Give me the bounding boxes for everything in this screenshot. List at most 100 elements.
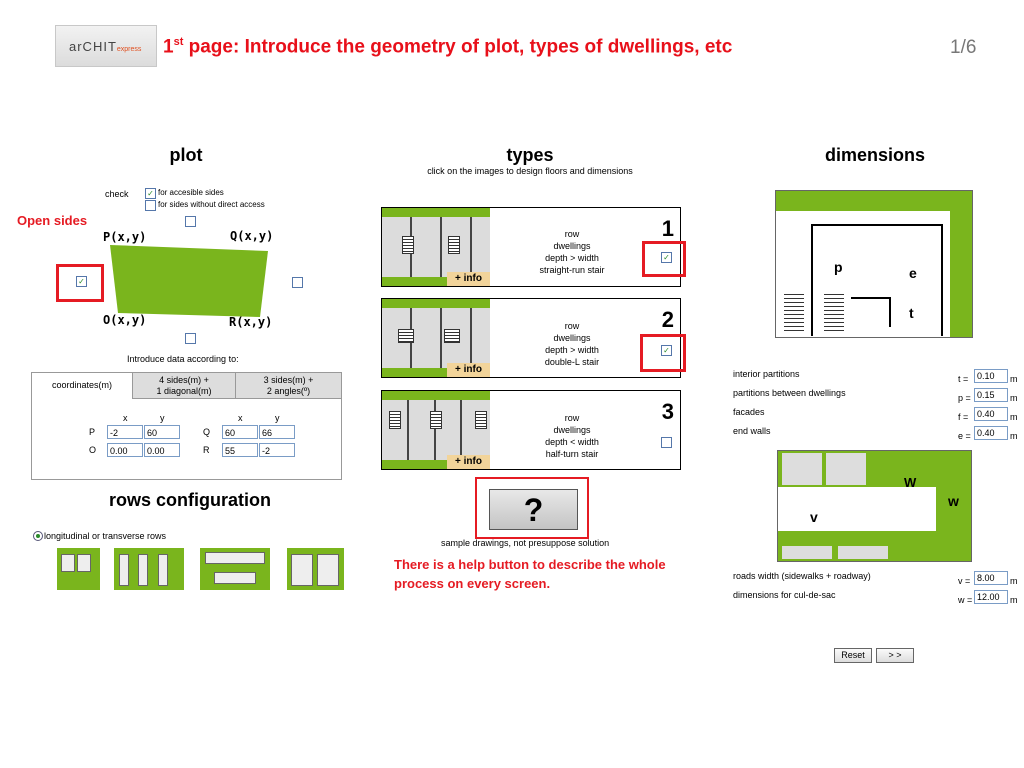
logo-text: arCHIT: [69, 39, 117, 54]
p-x-field[interactable]: -2: [107, 425, 143, 439]
rows-thumb-2[interactable]: [114, 548, 184, 590]
type-1-highlight: [642, 241, 686, 277]
legend-checked-label: for accesible sides: [158, 188, 224, 197]
plot-shape: [110, 245, 268, 317]
rows-thumb-3[interactable]: [200, 548, 270, 590]
type-3-checkbox[interactable]: [661, 437, 672, 448]
dim-label: end walls: [733, 426, 771, 436]
next-button[interactable]: > >: [876, 648, 914, 663]
dim-v-label: v: [810, 509, 818, 525]
input-mode-tabs: coordinates(m) 4 sides(m) + 1 diagonal(m…: [31, 372, 342, 480]
info-button-1[interactable]: + info: [447, 272, 490, 286]
type-2-checkbox[interactable]: ✓: [661, 345, 672, 356]
dim-label: interior partitions: [733, 369, 800, 379]
roads-width-field[interactable]: 8.00: [974, 571, 1008, 585]
point-label: R: [203, 445, 210, 455]
cul-de-sac-field[interactable]: 12.00: [974, 590, 1008, 604]
info-button-3[interactable]: + info: [447, 455, 490, 469]
rows-thumb-1[interactable]: [57, 548, 100, 590]
dim-w-label: W: [904, 475, 917, 490]
logo-subtext: express: [116, 46, 142, 53]
open-side-highlight: [56, 264, 104, 302]
end-walls-field[interactable]: 0.40: [974, 426, 1008, 440]
dim-label: roads width (sidewalks + roadway): [733, 571, 871, 581]
type-1-checkbox[interactable]: ✓: [661, 252, 672, 263]
o-x-field[interactable]: 0.00: [107, 443, 143, 457]
o-y-field[interactable]: 0.00: [144, 443, 180, 457]
plot-polygon: [110, 245, 268, 317]
legend-checked-checkbox: ✓: [145, 188, 156, 199]
side-left-checkbox[interactable]: ✓: [76, 276, 87, 287]
point-p-label: P(x,y): [103, 230, 147, 244]
point-r-label: R(x,y): [229, 315, 273, 329]
type-2-image[interactable]: + info: [382, 299, 490, 377]
legend-unchecked-label: for sides without direct access: [158, 200, 265, 209]
types-subtitle: click on the images to design floors and…: [427, 166, 633, 176]
dimensions-title: dimensions: [824, 145, 926, 165]
type-2-number: 2: [661, 307, 674, 332]
col-y-label: y: [160, 413, 165, 423]
reset-button[interactable]: Reset: [834, 648, 872, 663]
side-bottom-checkbox[interactable]: [185, 333, 196, 344]
interior-partitions-field[interactable]: 0.10: [974, 369, 1008, 383]
floor-plan-diagram: p e t: [775, 190, 973, 338]
type-1-number: 1: [661, 216, 674, 241]
plot-title: plot: [169, 145, 203, 165]
sample-note: sample drawings, not presuppose solution: [441, 538, 610, 548]
point-label: Q: [203, 427, 211, 437]
point-label: O: [89, 445, 97, 455]
dim-w2-label: w: [948, 493, 959, 509]
q-x-field[interactable]: 60: [222, 425, 258, 439]
type-2-highlight: [640, 334, 686, 372]
partitions-between-field[interactable]: 0.15: [974, 388, 1008, 402]
dim-label: partitions between dwellings: [733, 388, 846, 398]
info-button-2[interactable]: + info: [447, 363, 490, 377]
page-title: 1st page: Introduce the geometry of plot…: [163, 36, 733, 58]
facades-field[interactable]: 0.40: [974, 407, 1008, 421]
dim-p-label: p: [834, 259, 843, 275]
tab-coordinates[interactable]: coordinates(m): [32, 373, 133, 399]
help-highlight: [475, 477, 589, 539]
rows-option-label: longitudinal or transverse rows: [44, 531, 167, 541]
type-3-number: 3: [661, 399, 674, 424]
side-top-checkbox[interactable]: [185, 216, 196, 227]
point-label: P: [89, 427, 96, 437]
help-button[interactable]: ?: [489, 489, 578, 530]
open-sides-note: Open sides: [17, 213, 88, 228]
dim-label: dimensions for cul-de-sac: [733, 590, 836, 600]
rows-config-title: rows configuration: [109, 490, 271, 510]
col-x-label: x: [123, 413, 128, 423]
col-y-label: y: [275, 413, 280, 423]
tab-sides-angles[interactable]: 3 sides(m) + 2 angles(º): [236, 373, 341, 399]
point-q-label: Q(x,y): [230, 229, 274, 243]
types-title: types: [506, 145, 554, 165]
side-right-checkbox[interactable]: [292, 277, 303, 288]
check-label: check: [105, 189, 129, 199]
logo: arCHITexpress: [55, 25, 160, 67]
intro-text: Introduce data according to:: [127, 354, 239, 364]
dim-t-label: t: [909, 305, 914, 321]
point-o-label: O(x,y): [103, 313, 147, 327]
r-y-field[interactable]: -2: [259, 443, 295, 457]
type-3-image[interactable]: + info: [382, 391, 490, 469]
dim-label: facades: [733, 407, 765, 417]
tab-sides-diagonal[interactable]: 4 sides(m) + 1 diagonal(m): [133, 373, 236, 399]
rows-thumb-4[interactable]: [287, 548, 344, 590]
page-number: 1/6: [950, 37, 977, 58]
dim-e-label: e: [909, 265, 917, 281]
q-y-field[interactable]: 66: [259, 425, 295, 439]
road-diagram: W w v: [777, 450, 972, 562]
legend-unchecked-checkbox: [145, 200, 156, 211]
col-x-label: x: [238, 413, 243, 423]
help-note: There is a help button to describe the w…: [394, 557, 666, 591]
type-1-image[interactable]: + info: [382, 208, 490, 286]
r-x-field[interactable]: 55: [222, 443, 258, 457]
rows-option-radio[interactable]: [33, 531, 43, 541]
p-y-field[interactable]: 60: [144, 425, 180, 439]
